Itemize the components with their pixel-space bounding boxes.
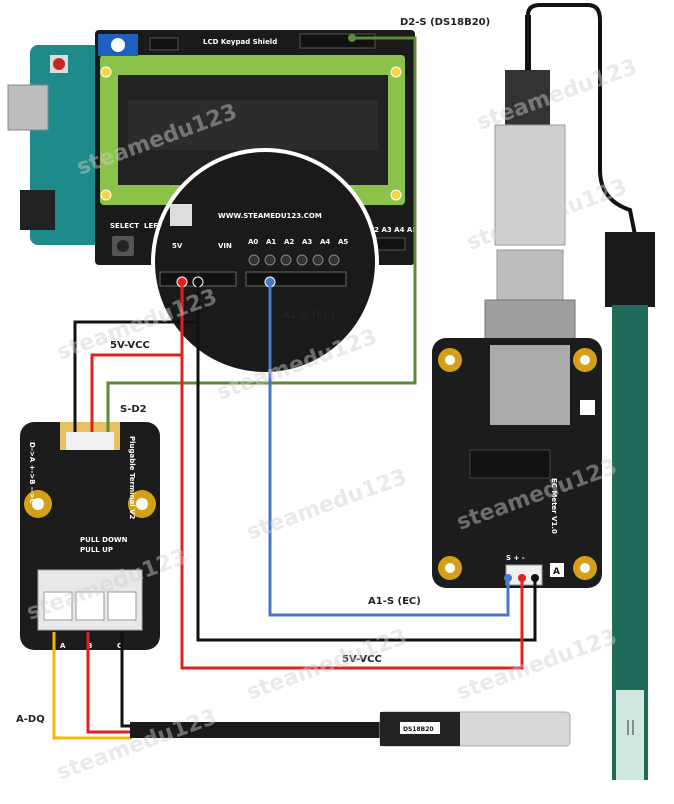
label-a-dq: A-DQ	[16, 714, 45, 725]
ec-meter-corner: A	[553, 567, 560, 577]
magnifier-zoom: WWW.STEAMEDU123.COM 5V VIN A0 A1 A2 A3 A…	[151, 148, 379, 376]
wire-black-probe	[120, 632, 132, 728]
zoom-header-pins	[159, 271, 347, 287]
zoom-pin-5v: 5V	[172, 242, 183, 250]
zoom-pin-a1: A1	[266, 238, 276, 246]
ds18b20-probe: DS18B20	[130, 711, 571, 747]
probe-name: DS18B20	[403, 726, 434, 733]
label-a1s-ec-bottom: A1-S (EC)	[368, 596, 421, 607]
label-a1s-ec-top: A1-S (EC)	[282, 310, 335, 321]
small-analog-labels: A1 A2 A3 A4 A5	[356, 226, 417, 234]
watermark: steamedu123	[244, 624, 411, 705]
zoom-pin-a3: A3	[302, 238, 312, 246]
watermark: steamedu123	[454, 624, 621, 705]
wires	[52, 36, 537, 740]
wire-blue-a1	[268, 282, 510, 617]
wire-red-vcc-bottom	[180, 355, 524, 670]
ec-meter-name: EC Meter V1.0	[550, 478, 558, 534]
wire-red-vcc-top	[90, 282, 184, 432]
zoom-pin-a0: A0	[248, 238, 258, 246]
pull-down-label: PULL DOWN	[80, 536, 128, 544]
bnc-connector	[484, 3, 637, 346]
terminal-a: A	[60, 642, 66, 650]
label-5v-vcc-bottom: 5V-VCC	[342, 654, 382, 665]
wire-black-gnd-top	[73, 282, 200, 432]
watermark: steamedu123	[54, 704, 221, 785]
zoom-hex-pads	[248, 254, 340, 266]
terminal-board-name: Plugable Terminal V2	[128, 436, 136, 520]
zoom-url: WWW.STEAMEDU123.COM	[218, 212, 322, 220]
zoom-pin-a4: A4	[320, 238, 330, 246]
label-5v-vcc-top: 5V-VCC	[110, 340, 150, 351]
zoom-pin-a5: A5	[338, 238, 348, 246]
watermark: steamedu123	[474, 54, 641, 135]
shield-title: LCD Keypad Shield	[203, 38, 277, 46]
ec-meter-board: EC Meter V1.0 S + - A	[432, 338, 602, 588]
terminal-pin-map: D->A +->B -->C	[28, 442, 36, 504]
terminal-c: C	[117, 642, 122, 650]
ec-meter-pins: S + -	[506, 554, 525, 562]
btn-select-label: SELECT	[110, 222, 139, 230]
zoom-pin-a2: A2	[284, 238, 294, 246]
wire-green-d2	[106, 36, 417, 432]
wire-black-gnd-bottom	[196, 322, 537, 642]
ec-probe	[605, 232, 655, 780]
label-d2s-ds18b20: D2-S (DS18B20)	[400, 17, 490, 28]
pull-up-label: PULL UP	[80, 546, 113, 554]
wire-yellow-dq	[52, 632, 132, 740]
terminal-b: B	[87, 642, 92, 650]
label-s-d2: S-D2	[120, 404, 147, 415]
wire-red-probe	[86, 632, 132, 734]
zoom-pin-vin: VIN	[218, 242, 232, 250]
btn-left-label: LEFT	[144, 222, 163, 230]
terminal-board: Plugable Terminal V2 D->A +->B -->C PULL…	[20, 422, 160, 650]
